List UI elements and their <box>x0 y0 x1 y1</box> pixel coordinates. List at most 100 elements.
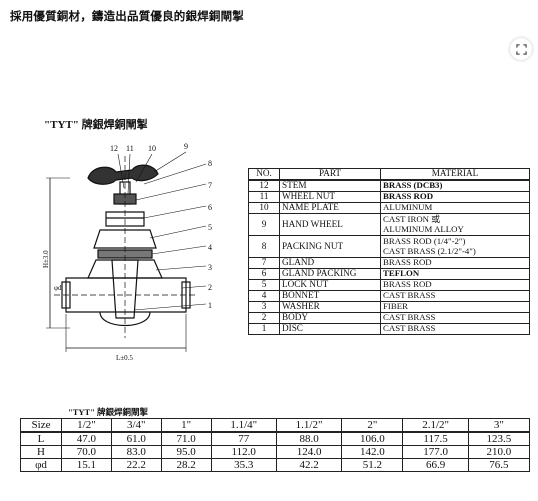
size-header: 1.1/4" <box>210 418 277 433</box>
dimension-value: 177.0 <box>402 445 469 459</box>
part-material: BRASS ROD <box>380 257 530 269</box>
part-number: 2 <box>248 312 280 324</box>
part-material: CAST BRASS <box>380 323 530 335</box>
part-name: BONNET <box>279 290 381 302</box>
part-name: STEM <box>279 179 381 192</box>
part-name: BODY <box>279 312 381 324</box>
dimension-value: 117.5 <box>402 431 469 446</box>
height-dimension-label: H±3.0 <box>42 250 50 268</box>
size-header: 3/4" <box>110 418 162 433</box>
part-material: CAST BRASS <box>380 290 530 302</box>
label-1: 1 <box>208 301 212 310</box>
dimension-value: 83.0 <box>110 445 162 459</box>
label-2: 2 <box>208 283 212 292</box>
part-number: 4 <box>248 290 280 302</box>
label-5: 5 <box>208 223 212 232</box>
label-4: 4 <box>208 243 212 252</box>
part-name: PACKING NUT <box>279 235 381 258</box>
part-number: 10 <box>248 202 280 214</box>
part-number: 11 <box>248 191 280 203</box>
dimension-value: 124.0 <box>275 445 343 459</box>
part-name: GLAND <box>279 257 381 269</box>
dimension-value: 95.0 <box>160 445 212 459</box>
dimension-value: 35.3 <box>210 458 277 472</box>
part-number: 7 <box>248 257 280 269</box>
page-caption: 採用優質銅材，鑄造出品質優良的銀焊銅閘掣 <box>10 9 244 23</box>
dimension-value: 106.0 <box>341 431 404 446</box>
material-text: CAST BRASS <box>383 312 436 323</box>
label-8: 8 <box>208 159 212 168</box>
parts-header-row: NO. PART MATERIAL <box>248 168 530 181</box>
material-text: FIBER <box>383 301 408 312</box>
dimension-label: H <box>20 445 62 459</box>
label-7: 7 <box>208 181 212 190</box>
header-part: PART <box>279 168 381 181</box>
label-3: 3 <box>208 263 212 272</box>
part-material: CAST BRASS <box>380 312 530 324</box>
dimension-value: 51.2 <box>341 458 404 472</box>
dimension-label: φd <box>20 458 62 472</box>
part-name: DISC <box>279 323 381 335</box>
dimension-value: 70.0 <box>61 445 112 459</box>
dimension-value: 15.1 <box>61 458 112 472</box>
part-material: ALUMINUM <box>380 202 530 214</box>
label-11: 11 <box>126 144 134 153</box>
material-text-line2: CAST BRASS (2.1/2"-4") <box>383 245 476 256</box>
material-text: CAST BRASS <box>383 323 436 334</box>
size-header: 1" <box>160 418 212 433</box>
dimension-value: 22.2 <box>110 458 162 472</box>
part-material: TEFLON <box>380 268 530 280</box>
diameter-label: φd <box>54 284 62 292</box>
document-title: "TYT" 牌銀焊銅閘掣 <box>44 119 148 131</box>
part-name: GLAND PACKING <box>279 268 381 280</box>
header-no: NO. <box>248 168 280 181</box>
part-material: FIBER <box>380 301 530 313</box>
dimension-value: 47.0 <box>61 431 112 446</box>
size-header: Size <box>20 418 62 433</box>
dimension-value: 210.0 <box>467 445 531 459</box>
material-text-line2: ALUMINUM ALLOY <box>383 223 464 234</box>
size-header: 1/2" <box>61 418 112 433</box>
material-text: BRASS ROD (1/4"-2") <box>383 236 466 246</box>
material-text: BRASS (DCB3) <box>383 180 443 191</box>
dimension-value: 88.0 <box>275 431 343 446</box>
size-header: 2.1/2" <box>402 418 469 433</box>
part-number: 8 <box>248 235 280 258</box>
valve-drawing: 12 11 10 9 8 7 6 5 4 3 2 1 H±3.0 L±0.5 φ… <box>42 142 212 362</box>
part-number: 9 <box>248 213 280 236</box>
part-name: HAND WHEEL <box>279 213 381 236</box>
material-text: TEFLON <box>383 268 420 279</box>
part-number: 12 <box>248 179 280 192</box>
dimension-value: 123.5 <box>467 431 531 446</box>
header-material: MATERIAL <box>380 168 530 181</box>
part-name: WASHER <box>279 301 381 313</box>
part-name: LOCK NUT <box>279 279 381 291</box>
material-text: BRASS ROD <box>383 191 434 202</box>
material-text: BRASS ROD <box>383 279 432 290</box>
dimension-value: 28.2 <box>160 458 212 472</box>
part-material: BRASS (DCB3) <box>380 179 530 192</box>
material-text: CAST BRASS <box>383 290 436 301</box>
part-number: 6 <box>248 268 280 280</box>
dimension-value: 42.2 <box>275 458 343 472</box>
expand-icon <box>515 43 527 55</box>
expand-image-button[interactable] <box>510 38 532 60</box>
part-number: 3 <box>248 301 280 313</box>
dimension-value: 76.5 <box>467 458 531 472</box>
dimension-value: 71.0 <box>160 431 212 446</box>
part-name: WHEEL NUT <box>279 191 381 203</box>
size-header: 2" <box>341 418 404 433</box>
dimension-value: 66.9 <box>402 458 469 472</box>
part-number: 1 <box>248 323 280 335</box>
